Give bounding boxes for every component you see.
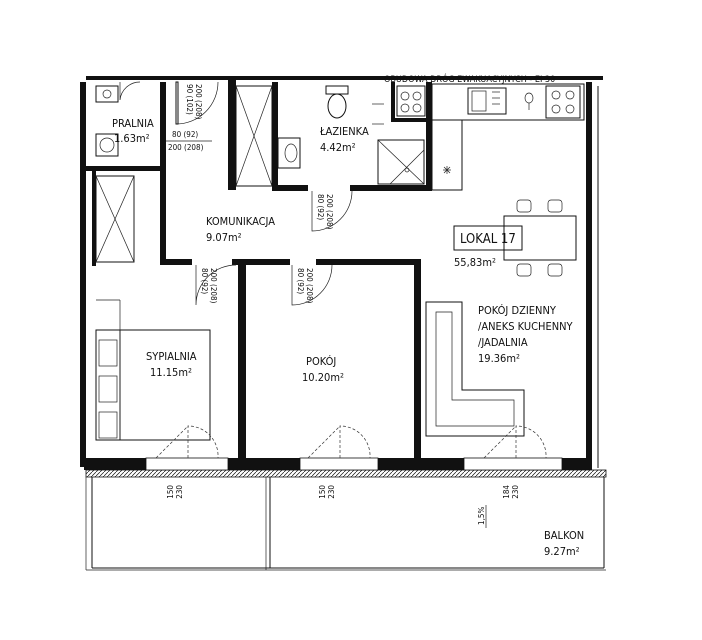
evac-note: OBUDOWA DRÓG EWAKUACYJNYCH - EI 30 xyxy=(384,73,555,85)
doors xyxy=(119,81,547,459)
room-pralnia-name: PRALNIA xyxy=(112,117,154,130)
labels: OBUDOWA DRÓG EWAKUACYJNYCH - EI 30 PRALN… xyxy=(112,73,584,558)
unit-area: 55,83m² xyxy=(454,256,496,269)
unit-label-box xyxy=(453,225,523,251)
room-lazienka-name: ŁAZIENKA xyxy=(319,125,369,138)
room-komunikacja-area: 9.07m² xyxy=(206,231,242,244)
door-d5-a: 80 (92) xyxy=(172,130,198,139)
room-dzienny-area: 19.36m² xyxy=(478,352,520,365)
room-balkon-area: 9.27m² xyxy=(544,545,580,558)
room-komunikacja-name: KOMUNIKACJA xyxy=(206,215,275,228)
room-pokoj-name: POKÓJ xyxy=(306,355,336,368)
room-dzienny-line2: /ANEKS KUCHENNY xyxy=(478,320,574,333)
balcony xyxy=(85,477,606,571)
window-2-b: 230 xyxy=(327,485,336,499)
door-d2-b: 200 (208) xyxy=(325,194,334,230)
room-dzienny-line3: /JADALNIA xyxy=(478,336,528,349)
walls xyxy=(80,76,607,478)
room-pralnia-area: 1.63m² xyxy=(114,132,150,145)
room-sypialnia-name: SYPIALNIA xyxy=(146,350,197,363)
door-d1-b: 200 (208) xyxy=(194,84,203,120)
door-d3-a: 80 (92) xyxy=(200,268,209,294)
window-2-a: 150 xyxy=(318,485,327,499)
window-1-b: 230 xyxy=(175,485,184,499)
window-3-a: 184 xyxy=(502,485,511,499)
door-d3-b: 200 (208) xyxy=(209,268,218,304)
room-balkon-name: BALKON xyxy=(544,529,584,542)
window-1-a: 150 xyxy=(166,485,175,499)
room-pokoj-area: 10.20m² xyxy=(302,371,344,384)
door-d4-a: 80 (92) xyxy=(296,268,305,294)
fixtures xyxy=(95,83,585,441)
window-3-b: 230 xyxy=(511,485,520,499)
door-d1-a: 90 (102) xyxy=(185,84,194,115)
door-d2-a: 80 (92) xyxy=(316,194,325,220)
slope-label: 1,5% xyxy=(477,507,486,525)
room-dzienny-line1: POKÓJ DZIENNY xyxy=(478,304,557,317)
unit-label: LOKAL 17 xyxy=(460,232,516,247)
door-d4-b: 200 (208) xyxy=(305,268,314,304)
room-sypialnia-area: 11.15m² xyxy=(150,366,192,379)
room-lazienka-area: 4.42m² xyxy=(320,141,356,154)
door-d5-b: 200 (208) xyxy=(168,143,204,152)
